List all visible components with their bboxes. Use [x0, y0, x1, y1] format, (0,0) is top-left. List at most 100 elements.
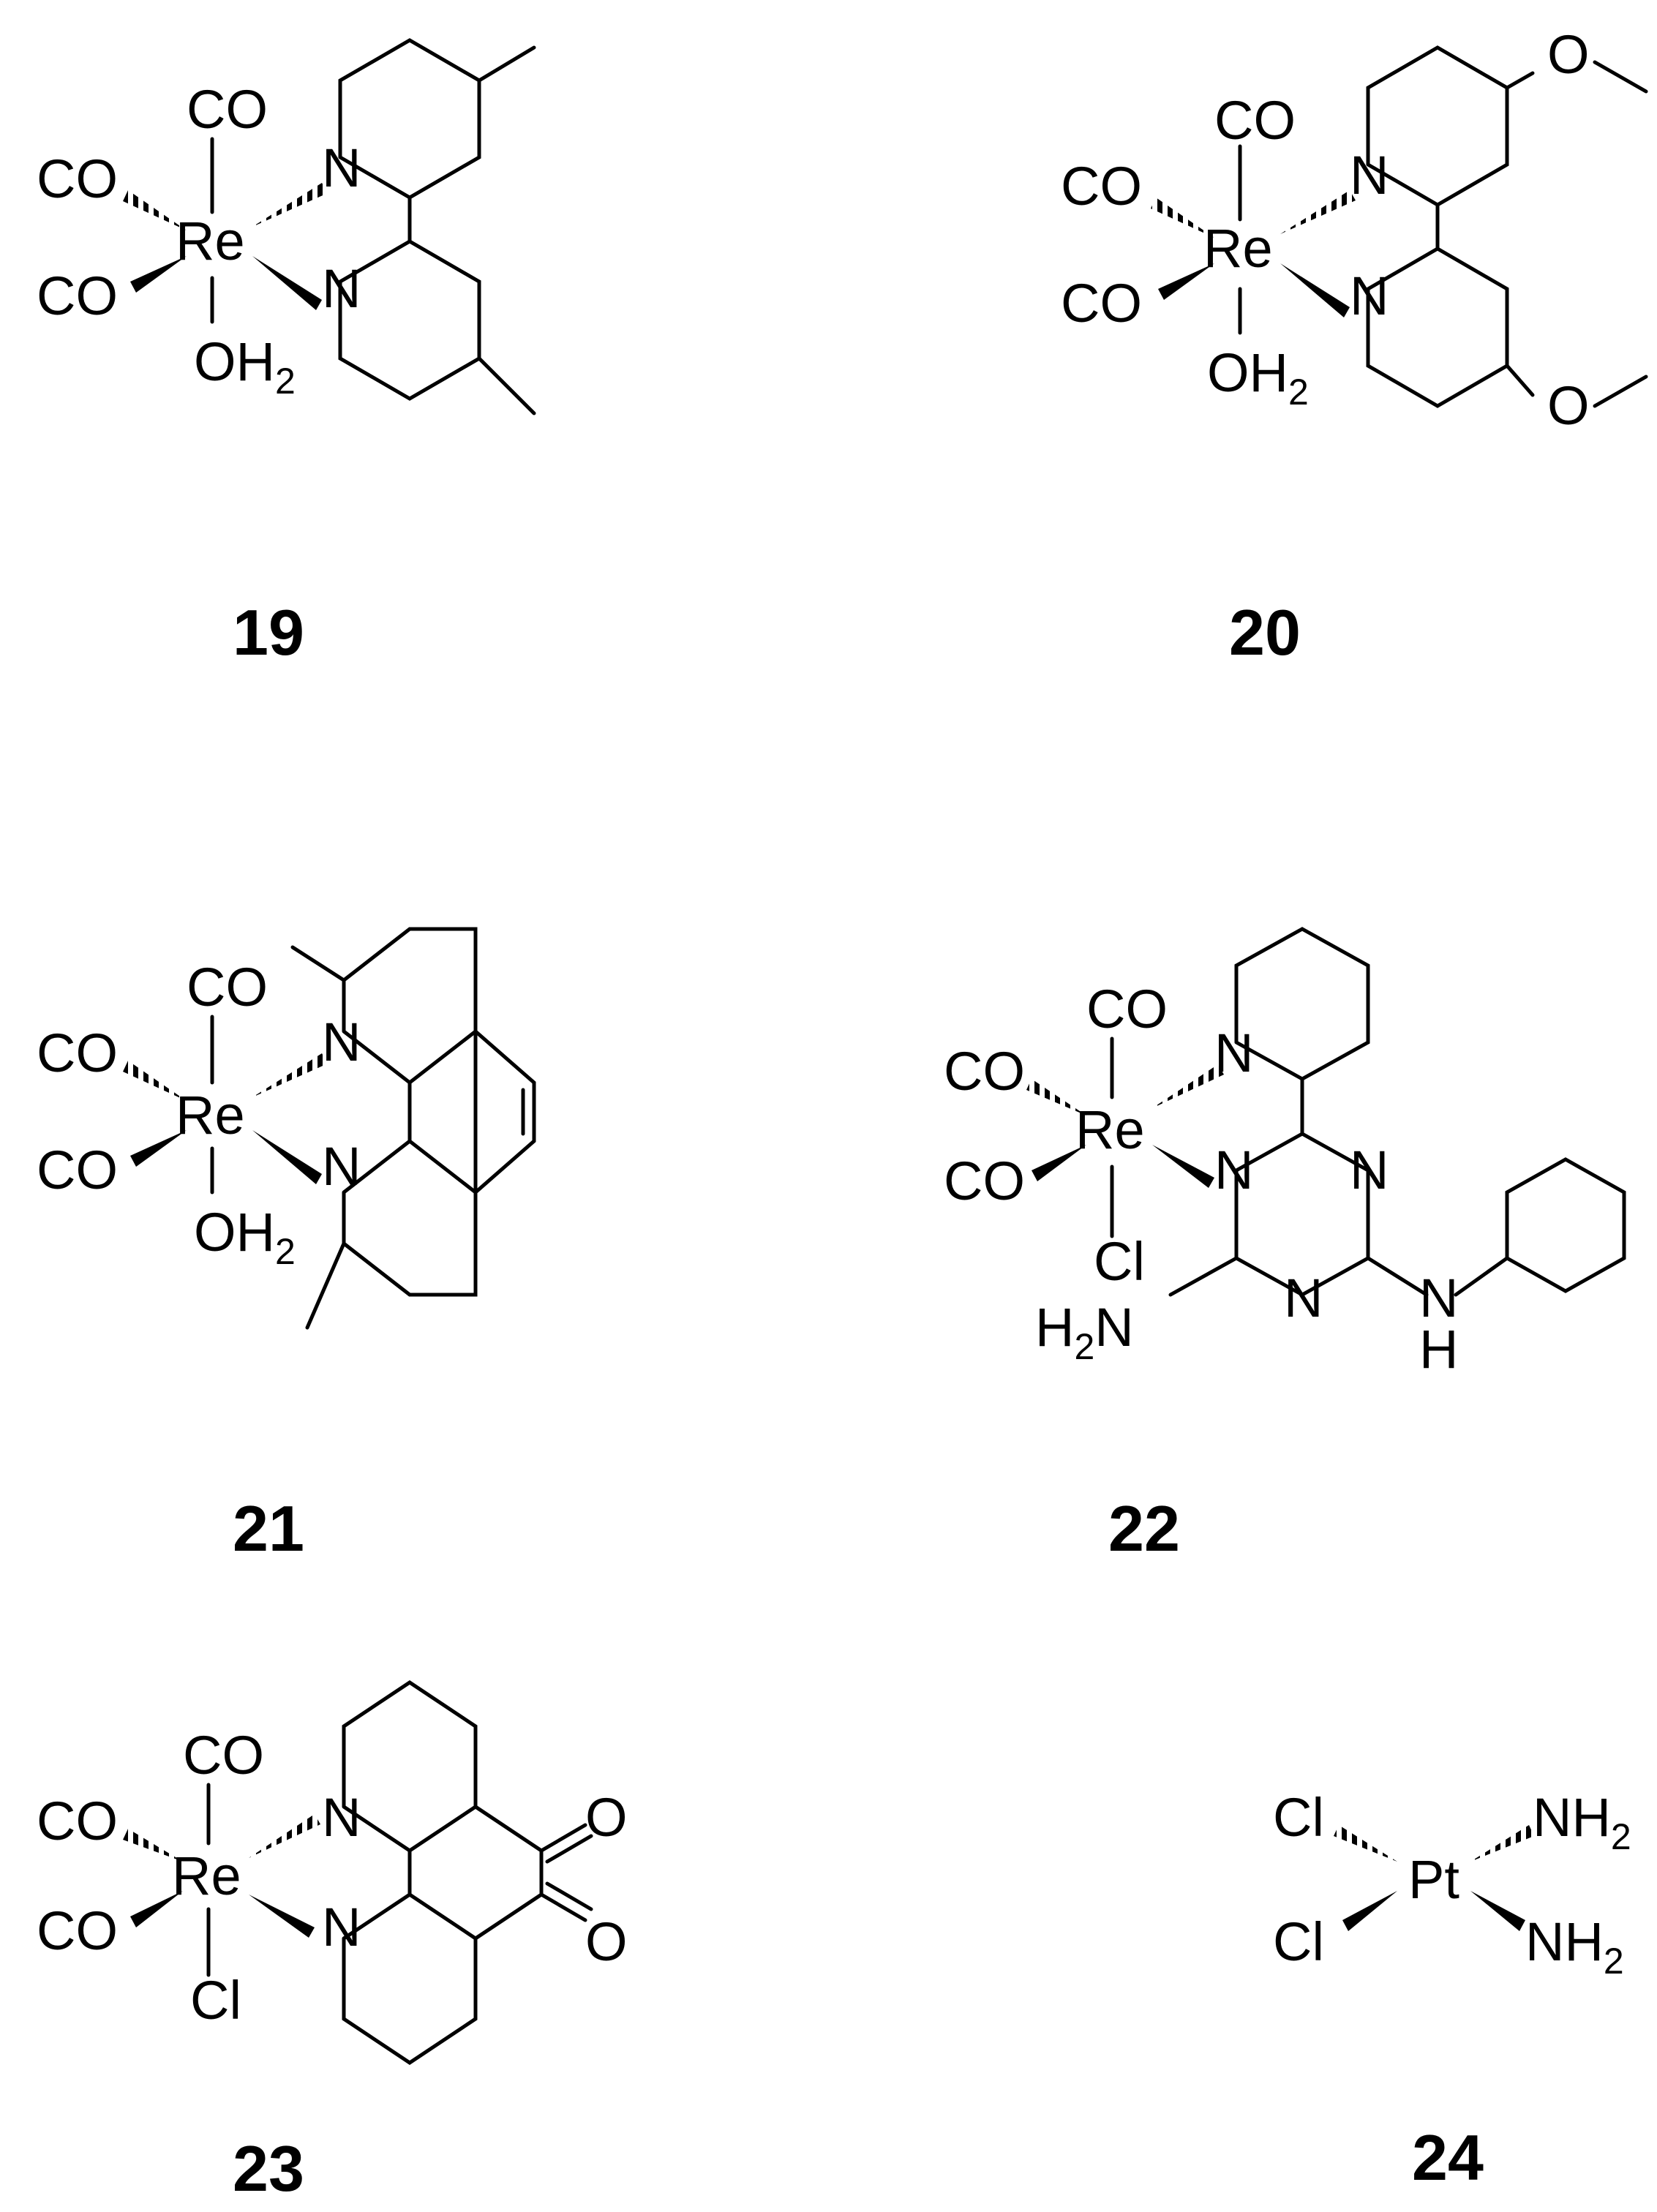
n-atom-lower: N	[322, 258, 361, 319]
pt-nh2-solid-wedge	[1470, 1891, 1525, 1931]
pt-atom: Pt	[1408, 1849, 1459, 1910]
co-label-back: CO	[944, 1041, 1025, 1102]
n-atom-triazine-coord: N	[1214, 1140, 1253, 1200]
co-label-back: CO	[37, 148, 118, 209]
o-atom-upper: O	[585, 1787, 628, 1848]
re-n-hashed-wedge	[252, 1053, 328, 1097]
re-n-solid-wedge	[252, 1130, 322, 1184]
re-n-solid-wedge	[1152, 1145, 1214, 1188]
pyridine-ring-upper	[1366, 45, 1509, 207]
re-atom: Re	[176, 1085, 245, 1146]
nh-bond-right	[1454, 1256, 1509, 1297]
compound-20: Re CO CO CO OH2 N N O O 20	[1061, 24, 1648, 669]
phen-ring-upper	[342, 1679, 478, 1854]
co-label-axial: CO	[187, 957, 268, 1017]
carbonyl-bond-upper	[539, 1823, 587, 1853]
compound-22: Re CO CO CO Cl N N N N H2N N H 22	[944, 927, 1626, 1565]
phen-ring-lower	[342, 1138, 478, 1297]
oh2-label: OH2	[1207, 342, 1309, 413]
methoxy-me-bond-upper	[1593, 60, 1648, 94]
re-n-hashed-wedge	[1280, 190, 1356, 234]
co-label-axial: CO	[1214, 90, 1296, 151]
re-n-hashed-wedge	[1152, 1064, 1224, 1108]
nh2-bond	[1168, 1256, 1239, 1297]
compound-id-21: 21	[233, 1492, 304, 1565]
n-atom-upper: N	[1350, 145, 1389, 206]
co-label-axial: CO	[187, 79, 268, 140]
phen-ring-middle	[473, 1029, 536, 1195]
pt-cl-hashed-wedge	[1334, 1825, 1397, 1862]
compound-id-24: 24	[1412, 2121, 1484, 2194]
re-n-hashed-wedge	[249, 1814, 320, 1858]
nh-bond-left	[1366, 1256, 1429, 1297]
oh2-label: OH2	[194, 331, 296, 402]
n-atom-lower: N	[1350, 266, 1389, 326]
co-label-back: CO	[37, 1023, 118, 1083]
re-co-hashed-wedge	[123, 1061, 187, 1101]
cl-label: Cl	[1094, 1231, 1145, 1292]
compound-21: Re CO CO CO OH2 N N 21	[37, 927, 536, 1565]
nh-n-label: N	[1419, 1268, 1458, 1328]
n-atom-triazine-bottom: N	[1284, 1268, 1323, 1328]
co-label-front: CO	[37, 266, 118, 326]
re-co-hashed-wedge	[1151, 198, 1214, 238]
co-label-front: CO	[1061, 273, 1142, 334]
phen-ring-upper	[342, 927, 478, 1086]
o-atom-lower: O	[1547, 375, 1590, 436]
phenyl-ring	[1505, 1157, 1626, 1293]
pt-cl-solid-wedge	[1342, 1891, 1397, 1931]
nh2-label-lower: NH2	[1525, 1911, 1624, 1982]
re-n-solid-wedge	[1280, 263, 1350, 317]
re-atom: Re	[1075, 1099, 1145, 1160]
re-co-hashed-wedge	[1026, 1079, 1086, 1116]
methoxy-o-bond-upper	[1505, 71, 1535, 90]
co-label-front: CO	[37, 1140, 118, 1200]
methyl-bond-upper	[477, 45, 536, 83]
compound-24: Pt Cl Cl NH2 NH2 24	[1273, 1787, 1631, 2194]
cl-label: Cl	[190, 1970, 241, 2031]
re-atom: Re	[172, 1846, 241, 1906]
n-atom-upper: N	[322, 138, 361, 198]
methoxy-me-bond-lower	[1593, 375, 1648, 408]
n-atom-upper: N	[322, 1787, 361, 1848]
methyl-bond-lower	[477, 356, 536, 415]
phen-ring-lower	[342, 1892, 478, 2066]
pyridine-ring-lower	[1366, 247, 1509, 408]
carbonyl-double-lower	[545, 1881, 593, 1911]
n-atom-lower: N	[322, 1136, 361, 1197]
re-atom: Re	[1203, 218, 1273, 279]
methoxy-o-bond-lower	[1505, 364, 1535, 397]
cl-label-upper: Cl	[1273, 1787, 1324, 1848]
re-n-solid-wedge	[252, 256, 322, 310]
co-label-front: CO	[37, 1900, 118, 1961]
carbonyl-double-upper	[545, 1834, 593, 1864]
n-atom-pyridine: N	[1214, 1023, 1253, 1083]
re-co-solid-wedge	[1158, 263, 1214, 300]
compound-id-22: 22	[1108, 1492, 1180, 1565]
nh-h-label: H	[1419, 1319, 1458, 1380]
pyridine-ring	[1234, 927, 1370, 1081]
re-atom: Re	[176, 211, 245, 271]
re-co-solid-wedge	[1032, 1145, 1086, 1181]
compound-19: Re CO CO CO OH2 N N 19	[37, 38, 536, 669]
compound-id-20: 20	[1229, 596, 1301, 669]
oh2-label: OH2	[194, 1202, 296, 1272]
pyridine-ring-lower	[338, 239, 481, 401]
methyl-bond-upper	[290, 945, 346, 982]
n-atom-lower: N	[322, 1897, 361, 1957]
compound-id-19: 19	[233, 596, 304, 669]
co-label-axial: CO	[1086, 979, 1168, 1039]
carbonyl-bond-lower	[539, 1892, 587, 1922]
co-label-axial: CO	[183, 1725, 264, 1786]
pyridine-ring-upper	[338, 38, 481, 200]
re-n-solid-wedge	[249, 1895, 315, 1938]
co-label-front: CO	[944, 1151, 1025, 1211]
n-atom-triazine-right: N	[1350, 1140, 1389, 1200]
re-co-hashed-wedge	[123, 1829, 183, 1862]
co-label-back: CO	[37, 1791, 118, 1851]
compound-23: Re CO CO CO Cl N N O O 23	[37, 1679, 628, 2205]
pt-nh2-hashed-wedge	[1470, 1825, 1534, 1862]
methyl-bond-lower	[305, 1241, 346, 1330]
re-co-solid-wedge	[130, 256, 187, 293]
